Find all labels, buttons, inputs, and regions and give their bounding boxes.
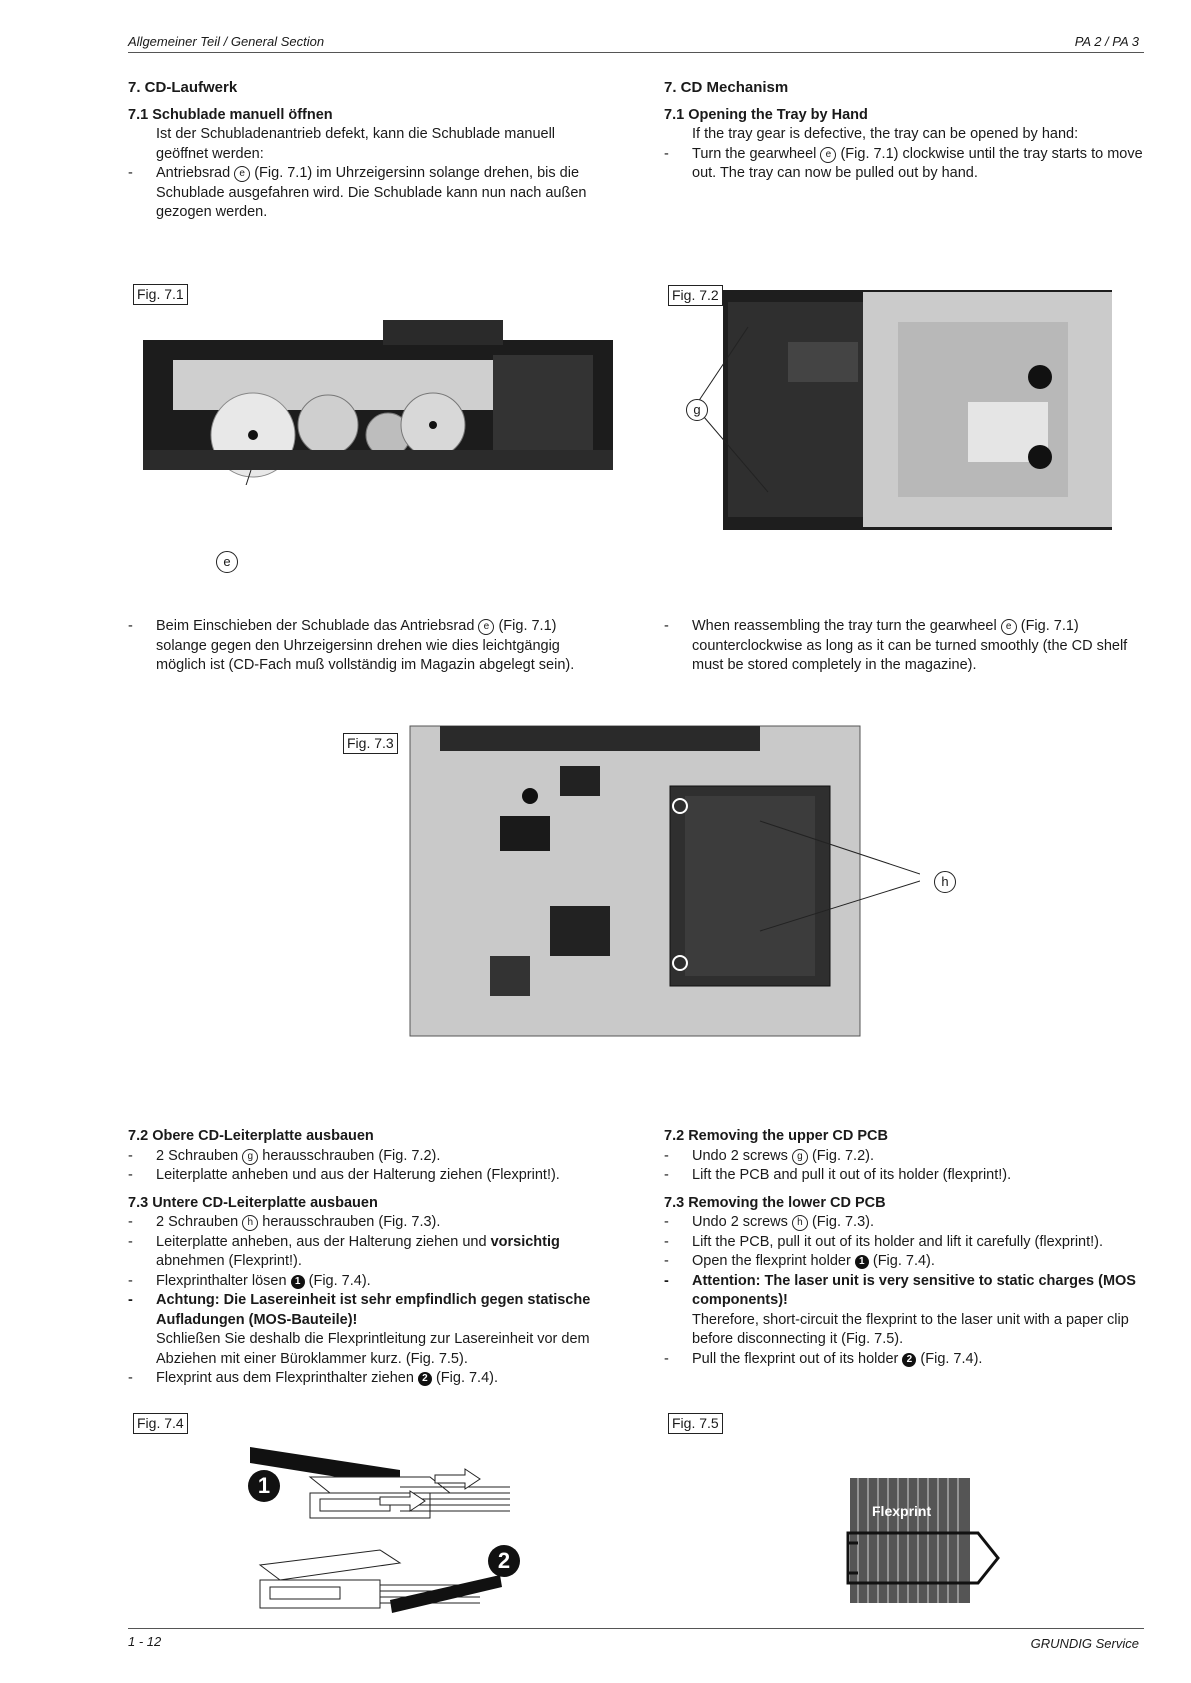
en-73-b5a: Pull the flexprint out of its holder (692, 1350, 899, 1367)
en-72-num: 7.2 (664, 1128, 685, 1144)
mark-2: 2 (902, 1352, 917, 1367)
fig-7-5-label: Fig. 7.5 (668, 1413, 723, 1434)
mark-e: e (1000, 619, 1017, 635)
en-73-b4b: Therefore, short-circuit the flexprint t… (692, 1311, 1129, 1348)
de-73-b4b: Schließen Sie deshalb die Flexprintleitu… (156, 1331, 590, 1367)
fig-7-2-label: Fig. 7.2 (668, 285, 723, 306)
en-73-b1b: (Fig. 7.3). (811, 1214, 875, 1230)
de-72-b1a: 2 Schrauben (156, 1147, 239, 1164)
de-section-7: 7. CD-Laufwerk 7.1 Schublade manuell öff… (128, 78, 608, 223)
de-72-b1b: herausschrauben (Fig. 7.2). (262, 1147, 441, 1164)
fig-7-5-drawing (846, 1478, 1000, 1603)
callout-h: h (934, 871, 956, 893)
mark-1: 1 (854, 1255, 869, 1269)
de-72-b2: Leiterplatte anheben und aus der Halteru… (156, 1167, 560, 1183)
callout-g: g (686, 399, 708, 421)
de-reassemble-a: Beim Einschieben der Schublade das Antri… (156, 618, 475, 634)
callout-e: e (216, 551, 238, 573)
mark-e: e (478, 619, 495, 635)
en-73-b2: Lift the PCB, pull it out of its holder … (692, 1233, 1104, 1250)
en-73-b3b: (Fig. 7.4). (872, 1253, 935, 1269)
de-reassemble: - Beim Einschieben der Schublade das Ant… (128, 618, 575, 673)
en-reassemble-a: When reassembling the tray turn the gear… (692, 618, 997, 634)
de-73-title: Untere CD-Leiterplatte ausbauen (152, 1194, 378, 1211)
fig-7-4-drawing (250, 1447, 510, 1613)
header-right: PA 2 / PA 3 (1074, 34, 1139, 49)
de-71-intro: Ist der Schubladenantrieb defekt, kann d… (156, 126, 556, 162)
en-72-b1a: Undo 2 screws (692, 1147, 788, 1164)
en-reassemble-b: (Fig. 7.1) counterclockwise as long as i… (692, 618, 1128, 673)
fig-7-3-photo (409, 725, 920, 1037)
de-72-num: 7.2 (128, 1128, 149, 1144)
de-71-num: 7.1 (128, 106, 149, 123)
de-73-b2a: Leiterplatte anheben, aus der Halterung … (156, 1233, 487, 1250)
fig-7-4-label: Fig. 7.4 (133, 1413, 188, 1434)
de-71-b1a: Antriebsrad (156, 165, 231, 181)
mark-g: g (242, 1148, 259, 1165)
de-72-title: Obere CD-Leiterplatte ausbauen (152, 1128, 374, 1144)
de-reassemble-b: (Fig. 7.1) solange gegen den Uhrzeigersi… (156, 618, 575, 673)
en-section-7: 7. CD Mechanism 7.1 Opening the Tray by … (664, 79, 1143, 182)
en-73-b5b: (Fig. 7.4). (920, 1350, 983, 1367)
fig-7-3-label: Fig. 7.3 (343, 733, 398, 754)
en-reassemble: - When reassembling the tray turn the ge… (664, 618, 1128, 673)
en-72-title: Removing the upper CD PCB (688, 1128, 888, 1144)
en-heading-7: 7. CD Mechanism (664, 79, 789, 96)
header-left: Allgemeiner Teil / General Section (128, 34, 325, 49)
de-71-title: Schublade manuell öffnen (152, 106, 333, 123)
en-72-b2: Lift the PCB and pull it out of its hold… (692, 1167, 1012, 1183)
mark-1: 1 (290, 1274, 305, 1289)
fig-7-1-label: Fig. 7.1 (133, 284, 188, 305)
de-73-b3a: Flexprinthalter lösen (156, 1272, 287, 1289)
mark-e: e (234, 166, 251, 182)
de-73-b3b: (Fig. 7.4). (308, 1272, 371, 1289)
footer-page-number: 1 - 12 (128, 1634, 162, 1649)
en-72-b1b: (Fig. 7.2). (811, 1147, 875, 1164)
de-73-b5b: (Fig. 7.4). (435, 1370, 499, 1386)
fig-7-5-flexprint-label: Flexprint (872, 1503, 932, 1519)
en-71-b1b: (Fig. 7.1) clockwise until the tray star… (692, 145, 1143, 182)
en-71-intro: If the tray gear is defective, the tray … (692, 126, 1079, 142)
mark-e: e (820, 146, 837, 163)
footer-brand: GRUNDIG Service (1030, 1636, 1139, 1651)
fig-7-4-step-2: 2 (488, 1545, 520, 1577)
en-73-title: Removing the lower CD PCB (688, 1194, 886, 1211)
fig-7-4-step-1: 1 (248, 1470, 280, 1502)
en-71-title: Opening the Tray by Hand (688, 106, 868, 123)
en-73-b1a: Undo 2 screws (692, 1214, 788, 1230)
fig-7-1-photo (143, 320, 613, 485)
de-73-b2c: abnehmen (Flexprint!). (156, 1253, 302, 1269)
de-sections-72-73: 7.2 Obere CD-Leiterplatte ausbauen - 2 S… (128, 1128, 591, 1386)
de-71-b1b: (Fig. 7.1) im Uhrzeigersinn solange dreh… (156, 165, 587, 220)
de-73-b1a: 2 Schrauben (156, 1214, 239, 1230)
de-73-b5a: Flexprint aus dem Flexprinthalter ziehen (156, 1370, 414, 1386)
de-73-b2b: vorsichtig (490, 1233, 560, 1250)
de-73-num: 7.3 (128, 1194, 149, 1211)
mark-g: g (791, 1148, 808, 1165)
de-73-b4: Achtung: Die Lasereinheit ist sehr empfi… (156, 1292, 591, 1328)
en-73-num: 7.3 (664, 1194, 685, 1211)
en-73-b3a: Open the flexprint holder (692, 1253, 851, 1269)
de-heading-7: 7. CD-Laufwerk (128, 79, 238, 96)
fig-7-2-photo (697, 290, 1112, 530)
header-rule (128, 52, 1144, 53)
mark-h: h (242, 1215, 259, 1231)
en-sections-72-73: 7.2 Removing the upper CD PCB - Undo 2 s… (664, 1128, 1136, 1367)
de-73-b1b: herausschrauben (Fig. 7.3). (262, 1214, 441, 1230)
en-71-b1a: Turn the gearwheel (692, 145, 817, 162)
en-71-num: 7.1 (664, 106, 685, 123)
mark-2: 2 (417, 1372, 432, 1386)
mark-h: h (791, 1215, 808, 1231)
en-73-b4: Attention: The laser unit is very sensit… (692, 1272, 1136, 1309)
footer-rule (128, 1628, 1144, 1629)
